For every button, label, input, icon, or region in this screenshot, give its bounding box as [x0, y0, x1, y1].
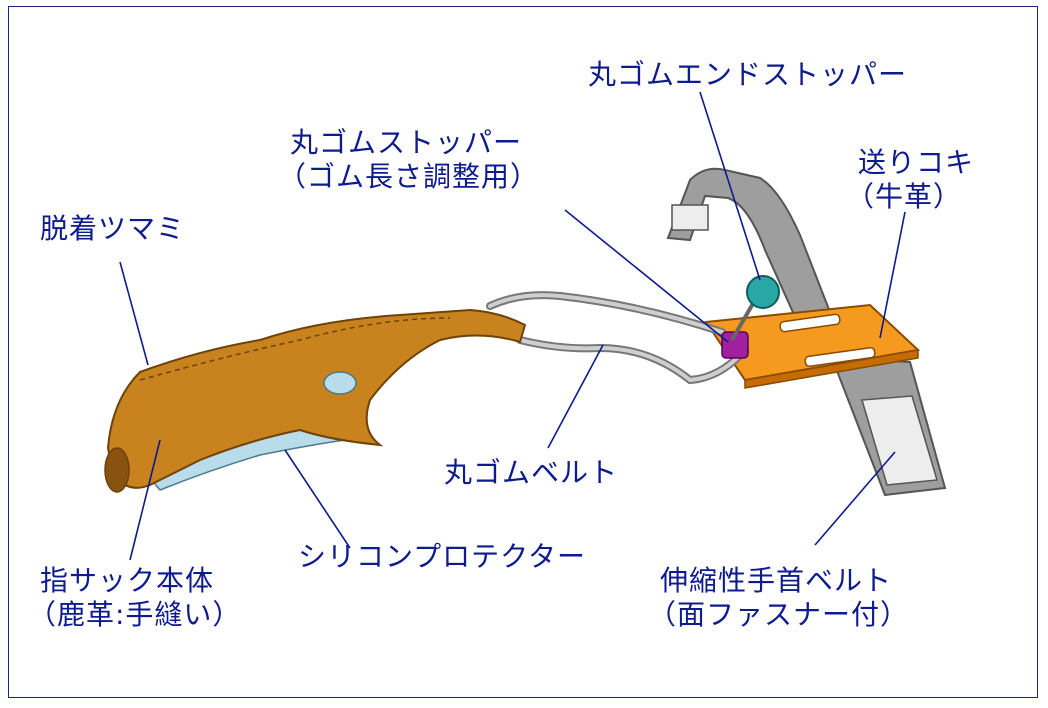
wrist-belt-velcro-upper	[671, 204, 709, 231]
label-rubber-stopper-line1: 丸ゴムストッパー	[290, 126, 523, 159]
wrist-belt-velcro-lower	[861, 395, 938, 486]
label-silicone-protector: シリコンプロテクター	[298, 540, 587, 573]
label-wrist-belt-line1: 伸縮性手首ベルト	[660, 564, 893, 597]
label-rubber-stopper-line2: （ゴム長さ調整用）	[278, 160, 540, 193]
leader-end-stopper	[699, 91, 761, 281]
diagram-frame	[8, 6, 1038, 698]
label-finger-sack-line2: （鹿革:手縫い）	[28, 598, 242, 631]
wrist-belt-upper	[666, 167, 832, 330]
finger-sack-body	[106, 308, 527, 489]
rubber-belt-strand-1-fill	[488, 293, 724, 334]
end-stopper	[746, 275, 780, 309]
pull-tab-hole	[323, 371, 357, 395]
leader-wrist-belt	[814, 451, 896, 546]
label-feed-koki-line1: 送りコキ	[858, 146, 975, 179]
label-end-stopper: 丸ゴムエンドストッパー	[588, 58, 908, 91]
label-wrist-belt-line2: （面ファスナー付）	[648, 598, 910, 631]
label-rubber-belt: 丸ゴムベルト	[444, 456, 619, 489]
finger-sack-stitch	[139, 317, 451, 381]
leader-rubber-belt	[547, 344, 604, 449]
finger-sack-opening	[104, 447, 130, 493]
buckle-slot-2	[804, 346, 876, 368]
label-pull-tab: 脱着ツマミ	[40, 212, 186, 245]
label-feed-koki-line2: （牛革）	[846, 180, 963, 213]
leader-feed-koki	[879, 211, 906, 339]
leader-finger-sack	[129, 439, 161, 561]
rubber-belt-strand-2-fill	[518, 338, 747, 383]
leader-pull-tab	[119, 261, 149, 366]
label-finger-sack-line1: 指サック本体	[40, 564, 215, 597]
buckle-edge	[744, 349, 919, 389]
leader-rubber-stopper	[564, 209, 729, 343]
leader-silicone	[284, 449, 351, 549]
end-stopper-cord	[730, 299, 757, 341]
buckle-slot-1	[779, 313, 841, 333]
